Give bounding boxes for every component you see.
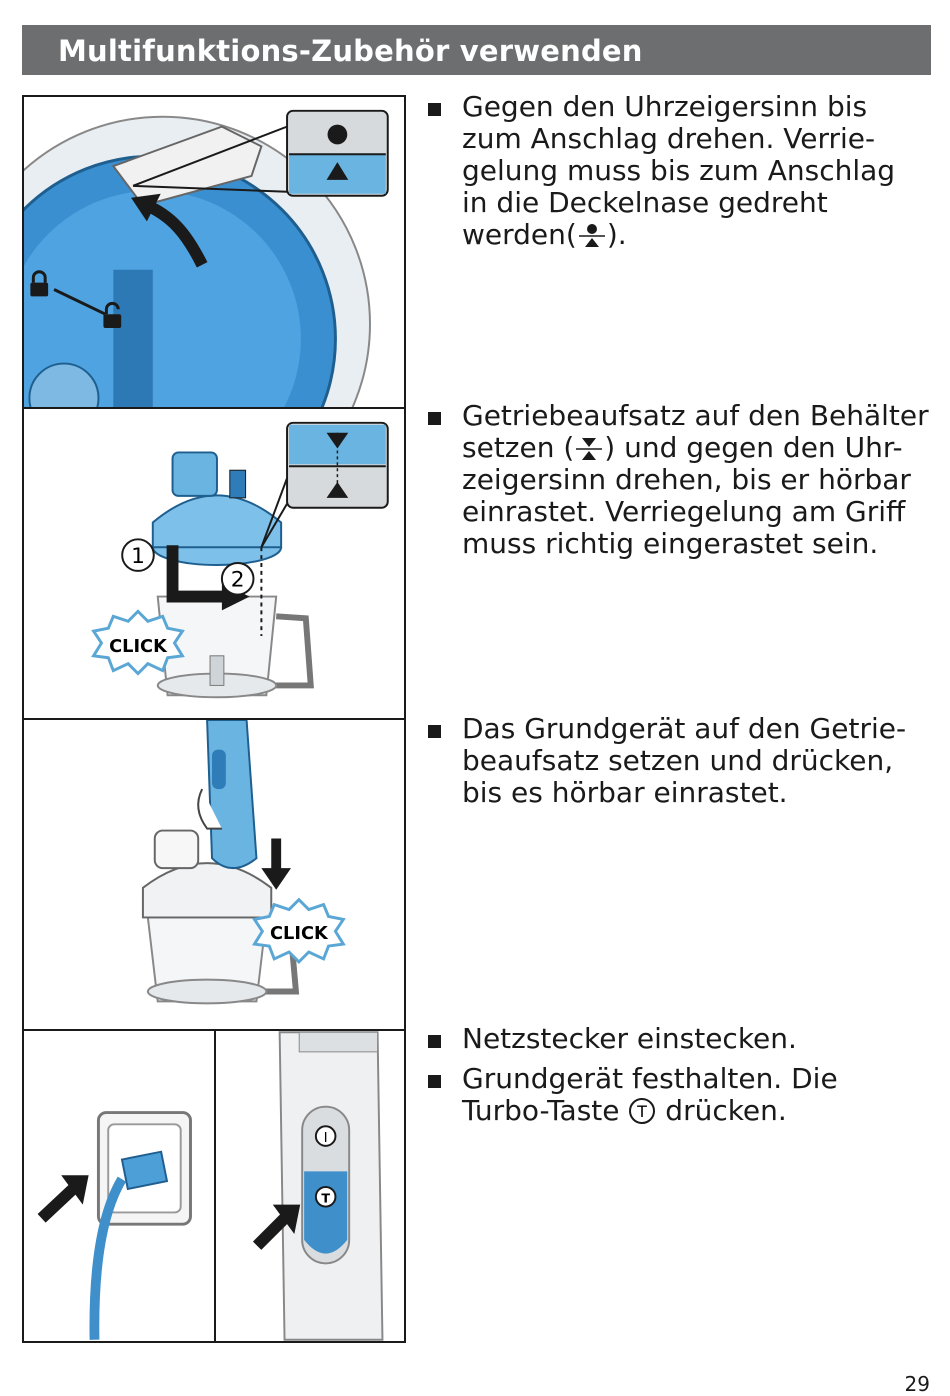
bullet-icon [428,725,441,738]
step-text-fragment: werden( [462,218,577,251]
bullet-icon [428,1075,441,1088]
lock-lid-drawing [24,97,404,407]
illustration-plug-in [22,1029,216,1343]
down-triangle-icon [326,432,349,449]
step-text-line: Netzstecker einstecken. [462,1022,797,1055]
list-item: Netzstecker einstecken. [428,1023,838,1055]
bullet-icon [428,412,441,425]
list-item: Grundgerät festhalten. Die Turbo-Taste T… [428,1063,838,1127]
align-triangles-icon [576,438,603,460]
step-text-line: einrastet. Verriegelung am Griff [462,495,906,528]
triangle-marker-icon [326,162,349,180]
turbo-button-label: T [321,1191,330,1206]
page-title: Multifunktions-Zubehör verwenden [58,34,643,68]
dot-marker-icon [327,124,348,145]
dot-triangle-icon [578,224,605,247]
instruction-step-4: Netzstecker einstecken. Grundgerät festh… [428,1023,838,1135]
instruction-step-1: Gegen den Uhrzeigersinn bis zum Anschlag… [428,91,895,259]
bullet-icon [428,103,441,116]
step-text-line: bis es hörbar einrastet. [462,776,788,809]
step-text-fragment: ) und gegen den Uhr- [604,431,903,464]
step-text-line: in die Deckelnase gedreht [462,186,828,219]
up-triangle-icon [326,482,349,498]
step-text-fragment: drücken. [656,1094,787,1127]
instruction-step-2: Getriebeaufsatz auf den Behälter setzen … [428,400,929,568]
unlock-icon [103,301,122,329]
press-arrow-icon [272,1204,301,1234]
step-text-line: Gegen den Uhrzeigersinn bis [462,90,868,123]
step-text-line: Getriebeaufsatz auf den Behälter [462,399,929,432]
step-text-line: beaufsatz setzen und drücken, [462,744,894,777]
turbo-icon [314,1186,337,1208]
list-item: Das Grundgerät auf den Getrie- beaufsatz… [428,713,906,809]
step-one-label: 1 [131,544,145,569]
click-label: CLICK [109,637,168,657]
illustration-gear-attachment: 1 2 CLICK [22,407,406,720]
illustration-attach-base-unit: CLICK [22,718,406,1031]
click-burst [91,609,185,676]
step-text-line: Das Grundgerät auf den Getrie- [462,712,907,745]
step-text-fragment: ). [606,218,627,251]
click-label: CLICK [270,924,329,944]
marker-callout [132,109,389,197]
align-callout [260,421,389,548]
step-text-fragment: Turbo-Taste [462,1094,629,1127]
step-text-line: gelung muss bis zum Anschlag [462,154,896,187]
step-text-line: Turbo-Taste T drücken. [462,1095,838,1127]
instruction-step-3: Das Grundgerät auf den Getrie- beaufsatz… [428,713,906,817]
step-text-line: muss richtig eingerastet sein. [462,527,879,560]
push-down-arrow-icon [261,868,292,890]
step-two-label: 2 [231,568,245,593]
rotate-arrow-icon [131,193,161,222]
bullet-icon [428,1035,441,1048]
illustration-turbo-button: I T [214,1029,406,1343]
plug [120,1150,169,1191]
click-burst [252,897,346,964]
step-text-line: setzen ( ) und gegen den Uhr- [462,432,929,464]
step-text-line: werden(). [462,219,895,251]
list-item: Gegen den Uhrzeigersinn bis zum Anschlag… [428,91,895,251]
step-text-line: zeigersinn drehen, bis er hörbar [462,463,911,496]
illustration-lock-lid [22,95,406,409]
step-text-fragment: setzen ( [462,431,575,464]
insert-arrow-icon [61,1175,89,1205]
lock-icon [30,270,49,297]
step-text-line: zum Anschlag drehen. Verrie- [462,122,876,155]
page-number: 29 [904,1372,930,1396]
section-header: Multifunktions-Zubehör verwenden [22,25,931,75]
turbo-icon: T [629,1098,656,1124]
attach-base-unit-drawing: CLICK [24,720,404,1029]
gear-attachment-drawing: 1 2 CLICK [24,409,404,718]
turbo-button-drawing: I T [216,1031,404,1341]
power-cable [89,1176,127,1340]
list-item: Getriebeaufsatz auf den Behälter setzen … [428,400,929,560]
svg-text:T: T [637,1102,648,1121]
on-button-label: I [324,1130,328,1146]
step-text-line: Grundgerät festhalten. Die [462,1062,838,1095]
plug-in-drawing [24,1032,214,1340]
